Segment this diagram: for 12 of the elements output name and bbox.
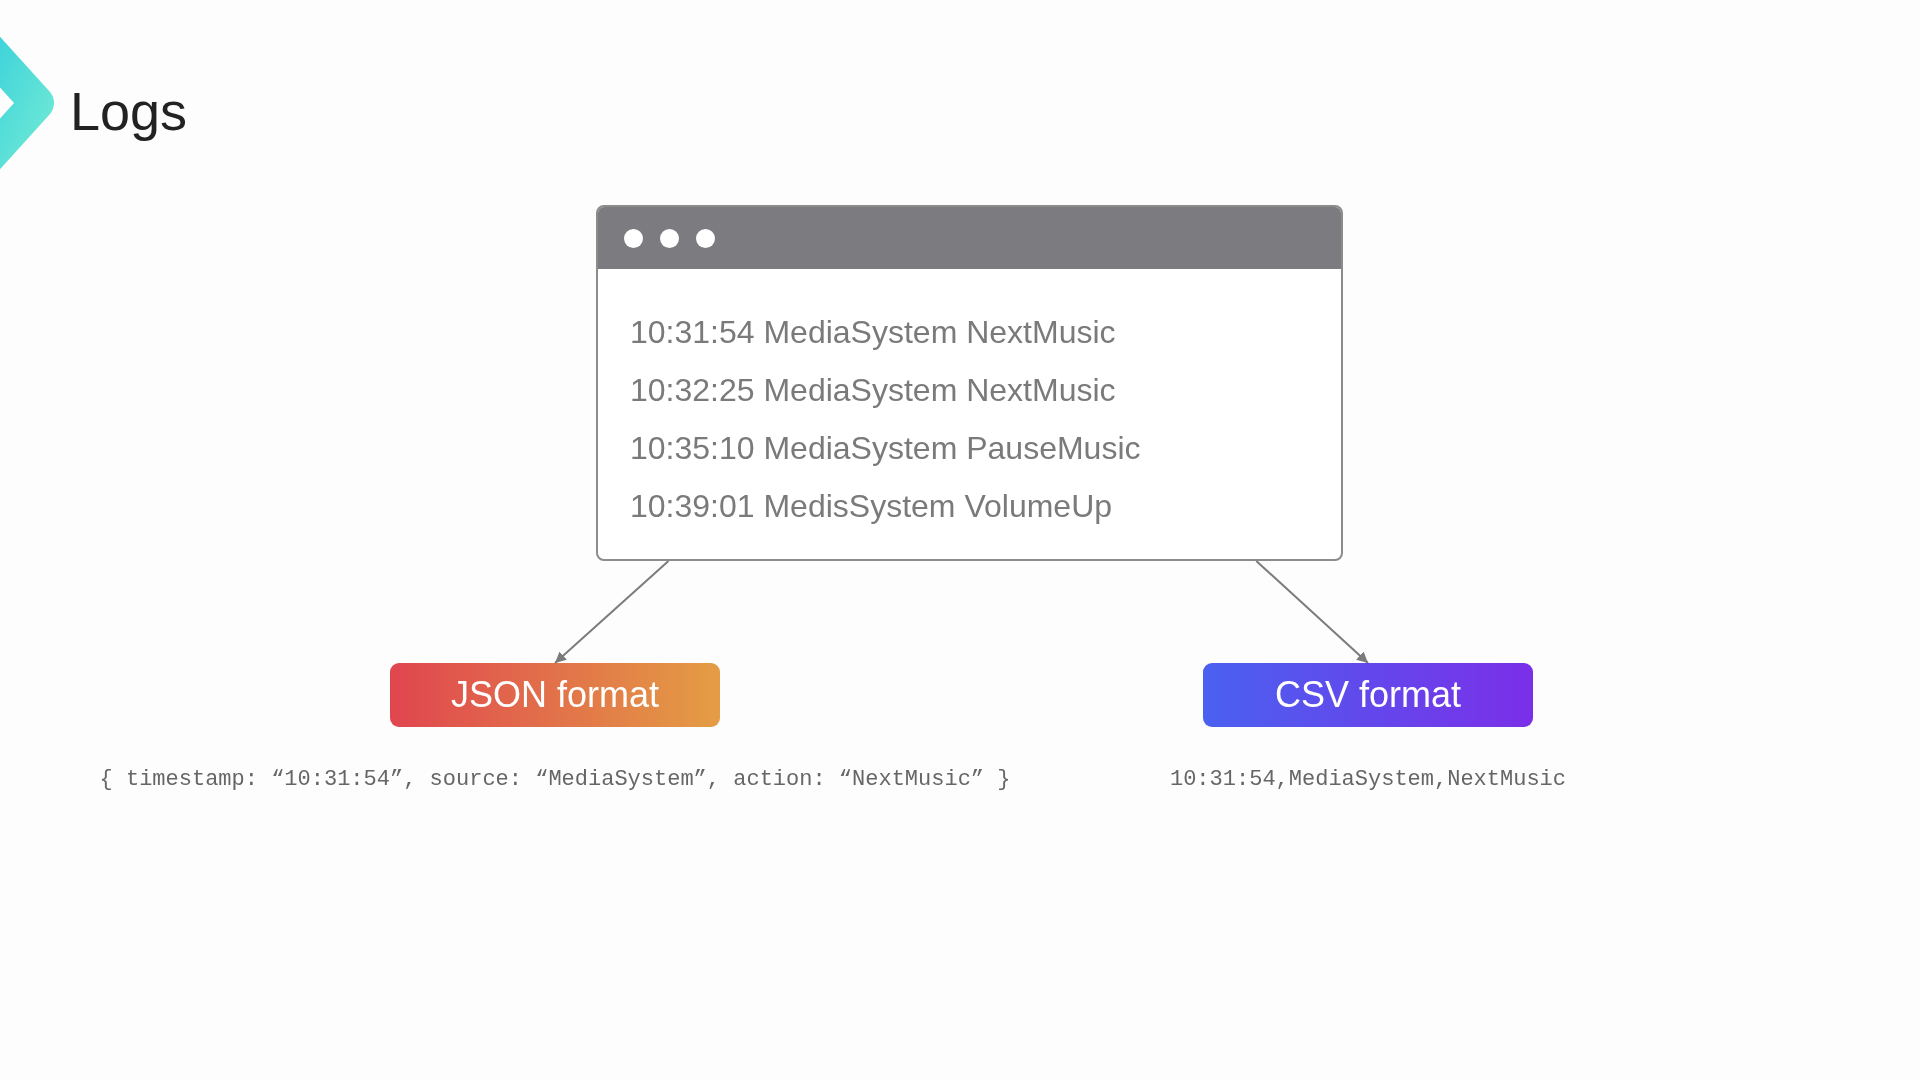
slide-title: Logs (70, 80, 188, 143)
format-box: CSV format (1203, 663, 1533, 727)
code-snippet: { timestamp: “10:31:54”, source: “MediaSystem”, action: “NextMusic” } (99, 766, 1011, 794)
code-snippet: 10:31:54,MediaSystem,NextMusic (1169, 766, 1567, 794)
arrow (554, 560, 670, 664)
log-line: 10:32:25 MediaSystem NextMusic (630, 371, 1116, 410)
log-line: 10:35:10 MediaSystem PauseMusic (630, 429, 1141, 468)
log-line: 10:31:54 MediaSystem NextMusic (630, 313, 1116, 352)
log-line: 10:39:01 MedisSystem VolumeUp (630, 487, 1113, 526)
format-box: JSON format (390, 663, 720, 727)
browser-window (596, 205, 1343, 561)
arrow (1255, 560, 1369, 664)
